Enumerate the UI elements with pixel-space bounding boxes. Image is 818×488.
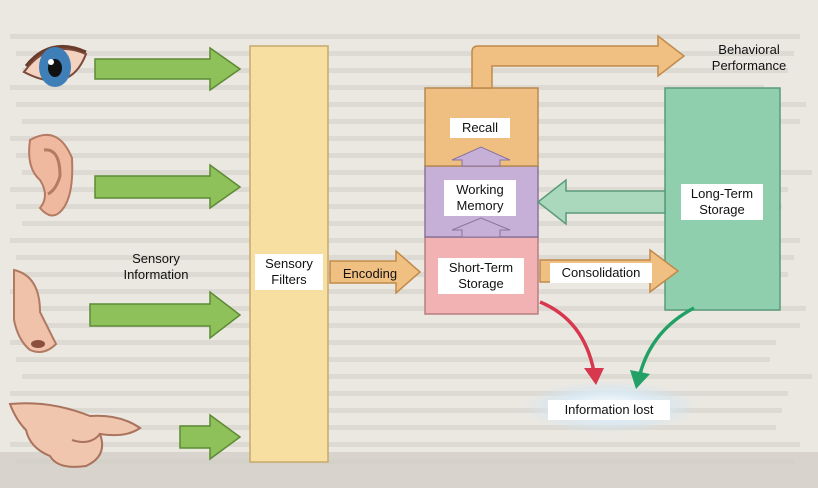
eye-icon: [22, 44, 88, 87]
consolidation-label: Consolidation: [550, 263, 652, 283]
lts-loss-arrow: [630, 306, 695, 389]
nose-icon: [13, 268, 58, 353]
sensory-information-label: Sensory Information: [123, 251, 189, 282]
sensory-arrow-hand: [179, 413, 242, 461]
encoding-arrow: [329, 249, 422, 295]
sensory-arrow-nose: [89, 290, 242, 340]
behavioral-arrow: [471, 34, 686, 89]
short-term-storage-label: Short-Term Storage: [438, 258, 524, 294]
behavioral-performance-label: Behavioral Performance: [711, 42, 787, 73]
stm-loss-arrow: [539, 300, 604, 385]
encoding-label: Encoding: [342, 266, 398, 281]
recall-label: Recall: [450, 118, 510, 138]
retrieval-arrow: [536, 178, 666, 226]
sensory-arrow-eye: [94, 46, 242, 92]
working-memory-label: Working Memory: [444, 180, 516, 216]
wm-to-recall-arrow: [451, 146, 511, 167]
information-lost-label: Information lost: [548, 400, 670, 420]
long-term-storage-label: Long-Term Storage: [681, 184, 763, 220]
sensory-filters-label: Sensory Filters: [255, 254, 323, 290]
hand-icon: [8, 402, 142, 468]
sensory-arrow-ear: [94, 163, 242, 210]
stm-to-wm-arrow: [451, 217, 511, 238]
ear-icon: [28, 134, 74, 217]
